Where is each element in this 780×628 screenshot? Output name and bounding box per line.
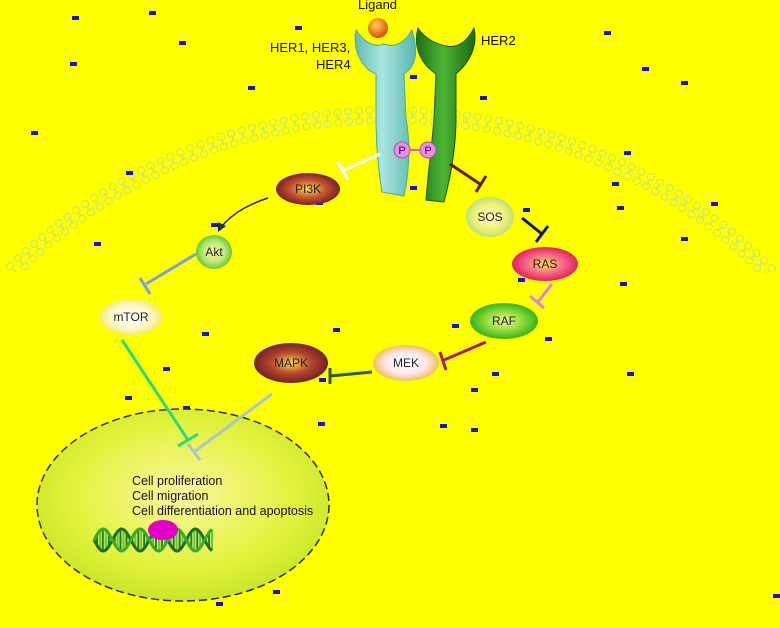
outcome-differentiation: Cell differentiation and apoptosis <box>132 504 313 518</box>
outcome-proliferation: Cell proliferation <box>132 474 222 488</box>
her-left-label-line1: HER1, HER3, <box>270 40 350 55</box>
node-mapk-label: MAPK <box>274 356 308 370</box>
node-raf: RAF <box>470 303 538 339</box>
pathway-connectors <box>120 152 554 461</box>
phospho-site-left: P <box>393 141 411 159</box>
node-mapk: MAPK <box>254 343 328 383</box>
node-sos: SOS <box>466 197 514 237</box>
node-ras: RAS <box>512 247 578 281</box>
her-left-label-line2: HER4 <box>316 57 351 72</box>
node-pi3k: PI3K <box>276 173 340 205</box>
node-mek: MEK <box>373 345 439 381</box>
ligand-label: Ligand <box>358 0 397 12</box>
node-mtor-label: mTOR <box>113 310 148 324</box>
ligand-molecule <box>368 18 388 38</box>
phospho-label-right: P <box>424 145 431 157</box>
transcription-factor <box>148 520 178 540</box>
node-mek-label: MEK <box>393 356 419 370</box>
node-sos-label: SOS <box>477 210 502 224</box>
node-raf-label: RAF <box>492 314 516 328</box>
nucleus <box>36 408 330 602</box>
phospho-label-left: P <box>398 145 405 157</box>
cell-membrane <box>6 105 776 275</box>
outcome-migration: Cell migration <box>132 489 208 503</box>
phospho-site-right: P <box>419 141 437 159</box>
her1-receptor <box>354 28 416 197</box>
node-akt: Akt <box>196 235 232 269</box>
node-akt-label: Akt <box>205 245 223 259</box>
her2-label: HER2 <box>481 33 516 48</box>
node-pi3k-label: PI3K <box>295 182 321 196</box>
node-mtor: mTOR <box>100 299 162 335</box>
node-ras-label: RAS <box>533 257 558 271</box>
her2-receptor <box>416 26 476 203</box>
